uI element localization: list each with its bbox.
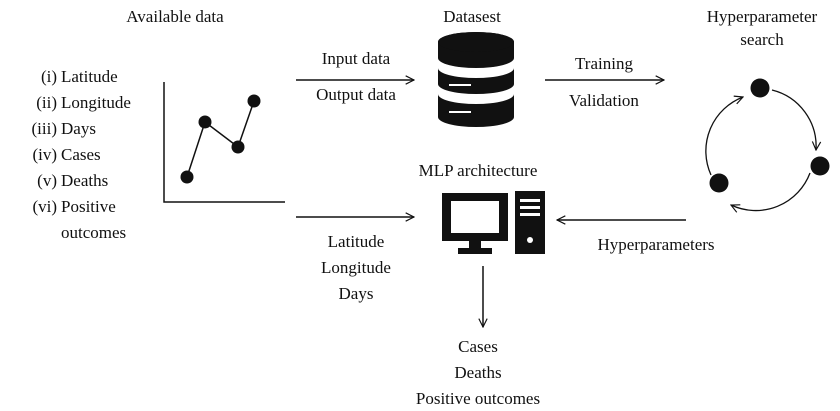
list-item-number: (i) [41,67,57,86]
list-item-number: (iv) [32,145,57,164]
hyperparameters-label: Hyperparameters [597,235,714,254]
available-data-list: (i) Latitude (ii) Longitude (iii) Days (… [32,67,131,242]
mlp-title: MLP architecture [419,161,538,180]
data-plot-icon [163,82,285,203]
training-label: Training [575,54,633,73]
mlp-output-arrow: Cases Deaths Positive outcomes [416,266,540,408]
list-item-label: Deaths [61,171,108,190]
list-item-number: (vi) [32,197,57,216]
list-item-number: (ii) [36,93,57,112]
list-item-number: (iii) [32,119,58,138]
hyperparameters-arrow: Hyperparameters [557,220,715,254]
list-item-label: Longitude [61,93,131,112]
dataset-title: Datasest [443,7,501,26]
output-data-label: Output data [316,85,396,104]
list-item-label: Latitude [61,67,118,86]
database-icon [438,32,514,127]
list-item-label: Positive [61,197,116,216]
mlp-input-longitude: Longitude [321,258,391,277]
list-item-number: (v) [37,171,57,190]
hyperparameter-search-title: Hyperparameter [707,7,818,26]
cycle-icon [705,78,830,211]
list-item-label: Days [61,119,96,138]
list-item-continuation: outcomes [61,223,126,242]
computer-icon [442,191,545,254]
training-arrow: Training Validation [545,54,664,110]
input-data-label: Input data [322,49,391,68]
list-item-label: Cases [61,145,101,164]
available-data-title: Available data [126,7,224,26]
mlp-output-cases: Cases [458,337,498,356]
mlp-output-positive-outcomes: Positive outcomes [416,389,540,408]
hyperparameter-search-subtitle: search [740,30,784,49]
mlp-input-arrow: Latitude Longitude Days [296,217,414,303]
validation-label: Validation [569,91,639,110]
mlp-output-deaths: Deaths [454,363,501,382]
mlp-input-latitude: Latitude [328,232,385,251]
mlp-input-days: Days [339,284,374,303]
input-data-arrow: Input data Output data [296,49,414,104]
